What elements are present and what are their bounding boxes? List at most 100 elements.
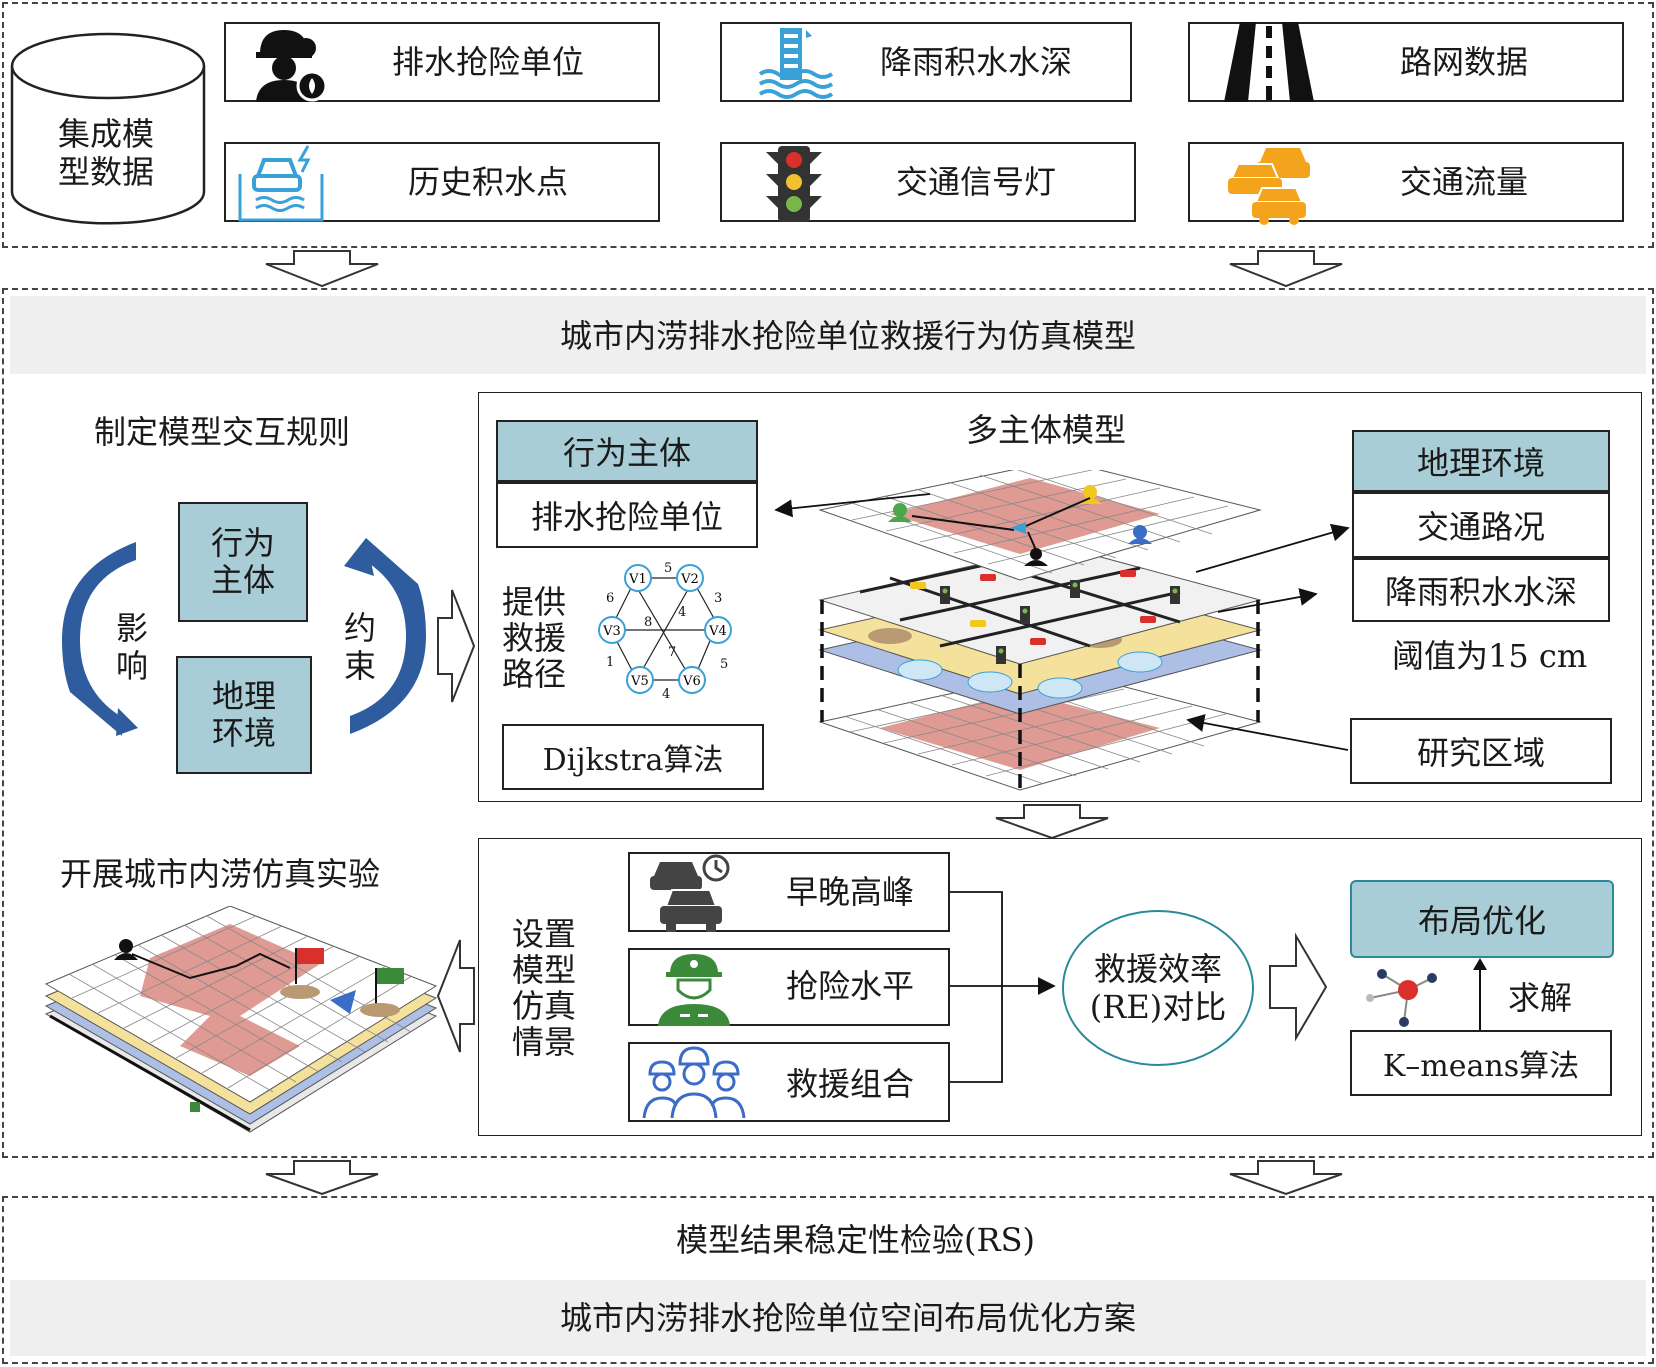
dijkstra-graph: V1 V2 V3 V4 V5 V6 5 3 6 8 4 7 1 5 4 — [598, 561, 732, 702]
scenario-line3: 仿真 — [512, 987, 577, 1025]
influence-char2: 响 — [116, 647, 149, 685]
dijkstra-box: Dijkstra算法 — [502, 724, 764, 790]
graph-node-v5: V5 — [626, 666, 654, 694]
threshold-label: 阈值为15 cm — [1392, 637, 1588, 675]
source-box-history-points — [224, 142, 660, 222]
hollow-arrow-left-icon — [436, 939, 475, 1053]
graph-node-label: V2 — [680, 572, 699, 587]
geo-header: 地理环境 — [1352, 430, 1610, 492]
graph-node-v4: V4 — [704, 616, 732, 644]
hollow-arrow-down-icon — [265, 250, 379, 288]
optimization-scheme: 城市内涝排水抢险单位空间布局优化方案 — [560, 1299, 1137, 1337]
solve-label: 求解 — [1508, 979, 1573, 1017]
re-line1: 救援效率 — [1093, 949, 1222, 988]
water-level-icon — [758, 28, 834, 99]
data-sources-panel — [2, 2, 1654, 248]
source-label-history-points: 历史积水点 — [408, 163, 569, 201]
graph-node-v6: V6 — [678, 666, 706, 694]
study-area-label: 研究区域 — [1416, 734, 1545, 772]
graph-node-label: V5 — [630, 674, 649, 689]
simulation-title: 城市内涝排水抢险单位救援行为仿真模型 — [560, 317, 1137, 355]
result-panel — [2, 1196, 1654, 1364]
dijkstra-label: Dijkstra算法 — [542, 743, 724, 778]
layered-map-illustration — [818, 470, 1262, 791]
kmeans-label: K–means算法 — [1382, 1049, 1580, 1084]
scenario-peak-label: 早晚高峰 — [786, 873, 915, 911]
cluster-molecule-icon — [1366, 969, 1437, 1027]
experiment-title: 开展城市内涝仿真实验 — [60, 855, 381, 893]
actor-line1: 行为 — [210, 524, 275, 563]
hollow-arrow-right-icon — [1269, 932, 1328, 1042]
graph-node-label: V3 — [602, 624, 621, 639]
graph-weight: 7 — [668, 645, 676, 660]
graph-weight: 5 — [720, 657, 728, 672]
constraint-char2: 束 — [344, 647, 377, 685]
traffic-light-icon — [766, 146, 822, 222]
geo-item-traffic: 交通路况 — [1352, 492, 1610, 558]
source-label-rescue-units: 排水抢险单位 — [392, 43, 585, 81]
graph-weight: 5 — [664, 561, 672, 576]
source-label-rainfall-depth: 降雨积水水深 — [880, 43, 1073, 81]
rescue-worker-icon — [256, 30, 328, 102]
database-label-line2: 型数据 — [58, 153, 155, 191]
kmeans-box: K–means算法 — [1350, 1030, 1612, 1096]
graph-node-v1: V1 — [624, 564, 652, 592]
scenario-combo-label: 救援组合 — [786, 1065, 915, 1103]
peak-traffic-icon — [650, 854, 730, 932]
flooded-car-icon — [238, 145, 324, 222]
source-label-traffic-flow: 交通流量 — [1400, 163, 1529, 201]
env-line2: 环境 — [211, 714, 276, 752]
actor-item-box: 排水抢险单位 — [496, 482, 758, 548]
graph-node-label: V4 — [708, 624, 727, 639]
scenario-level-label: 抢险水平 — [786, 967, 915, 1005]
simulation-title-band — [10, 296, 1646, 374]
source-label-traffic-light: 交通信号灯 — [896, 163, 1057, 201]
actor-header-label: 行为主体 — [562, 434, 691, 472]
hollow-arrow-right-icon — [437, 589, 476, 703]
scenario-line4: 情景 — [512, 1023, 577, 1061]
database-label-line1: 集成模 — [58, 115, 155, 153]
layout-optimization-label: 布局优化 — [1417, 902, 1546, 940]
graph-weight: 8 — [644, 615, 652, 630]
geo-item-water-label: 降雨积水水深 — [1384, 573, 1577, 611]
hollow-arrow-down-icon — [1229, 1160, 1343, 1196]
hollow-arrow-down-icon — [265, 1160, 379, 1196]
road-icon — [1224, 22, 1314, 102]
provide-line1: 提供 — [502, 583, 567, 621]
constraint-char1: 约 — [344, 609, 377, 647]
graph-node-v2: V2 — [676, 564, 704, 592]
influence-char1: 影 — [116, 609, 149, 647]
scenario-bracket — [950, 891, 1056, 1083]
env-line1: 地理 — [211, 677, 276, 716]
re-line2: (RE)对比 — [1089, 988, 1227, 1026]
study-area-box: 研究区域 — [1350, 718, 1612, 784]
source-box-road-network — [1188, 22, 1624, 102]
connector-arrows — [774, 493, 1350, 751]
hollow-arrow-down-icon — [995, 804, 1109, 840]
provide-line2: 救援 — [502, 619, 567, 657]
simulation-panel — [2, 288, 1654, 1158]
environment-box: 地理 环境 — [176, 656, 312, 774]
hollow-arrow-down-icon — [1229, 250, 1343, 288]
graph-weight: 3 — [714, 591, 722, 606]
graph-node-label: V6 — [682, 674, 701, 689]
actor-box: 行为 主体 — [178, 502, 308, 622]
constraint-arrow-icon — [344, 538, 426, 734]
actor-header: 行为主体 — [496, 420, 758, 482]
mas-title: 多主体模型 — [966, 411, 1127, 449]
graph-node-v3: V3 — [598, 616, 626, 644]
solve-arrow-up — [1473, 958, 1487, 1030]
geo-header-label: 地理环境 — [1416, 444, 1545, 482]
geo-item-traffic-label: 交通路况 — [1416, 508, 1545, 546]
actor-line2: 主体 — [210, 561, 275, 599]
graph-node-label: V1 — [628, 572, 647, 587]
source-label-road-network: 路网数据 — [1400, 43, 1529, 81]
database-icon — [10, 32, 206, 225]
graph-weight: 1 — [606, 655, 614, 670]
graph-weight: 4 — [662, 687, 670, 702]
actor-item-label: 排水抢险单位 — [530, 498, 723, 536]
experiment-map-illustration — [44, 906, 438, 1133]
rescue-level-icon — [658, 954, 730, 1026]
graph-weight: 4 — [678, 605, 686, 620]
provide-line3: 路径 — [502, 655, 567, 693]
